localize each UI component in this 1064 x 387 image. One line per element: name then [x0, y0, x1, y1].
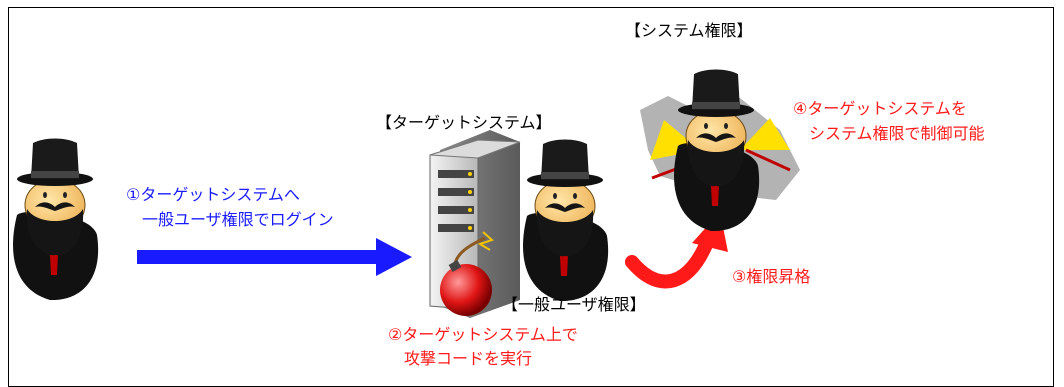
- hacker-icon: [12, 138, 99, 301]
- step4-line2: システム権限で制御可能: [809, 124, 985, 143]
- bomb-icon: [440, 231, 494, 316]
- step1-line1: ①ターゲットシステムへ: [126, 185, 300, 204]
- step1-line2: 一般ユーザ権限でログイン: [142, 210, 334, 229]
- step2-line2: 攻撃コードを実行: [404, 349, 533, 368]
- step4-line1: ④ターゲットシステムを: [793, 99, 967, 118]
- general-user-privilege-label: 【一般ユーザ権限】: [502, 295, 646, 314]
- target-system-label: 【ターゲットシステム】: [376, 113, 552, 132]
- step3-label: ③権限昇格: [732, 267, 811, 286]
- diagram-canvas: [12, 69, 800, 318]
- hacker-icon: [522, 139, 609, 302]
- hacker-icon: [640, 69, 800, 232]
- system-privilege-label: 【システム権限】: [625, 21, 753, 40]
- login-arrow-icon: [137, 238, 412, 276]
- step2-line1: ②ターゲットシステム上で: [388, 325, 578, 344]
